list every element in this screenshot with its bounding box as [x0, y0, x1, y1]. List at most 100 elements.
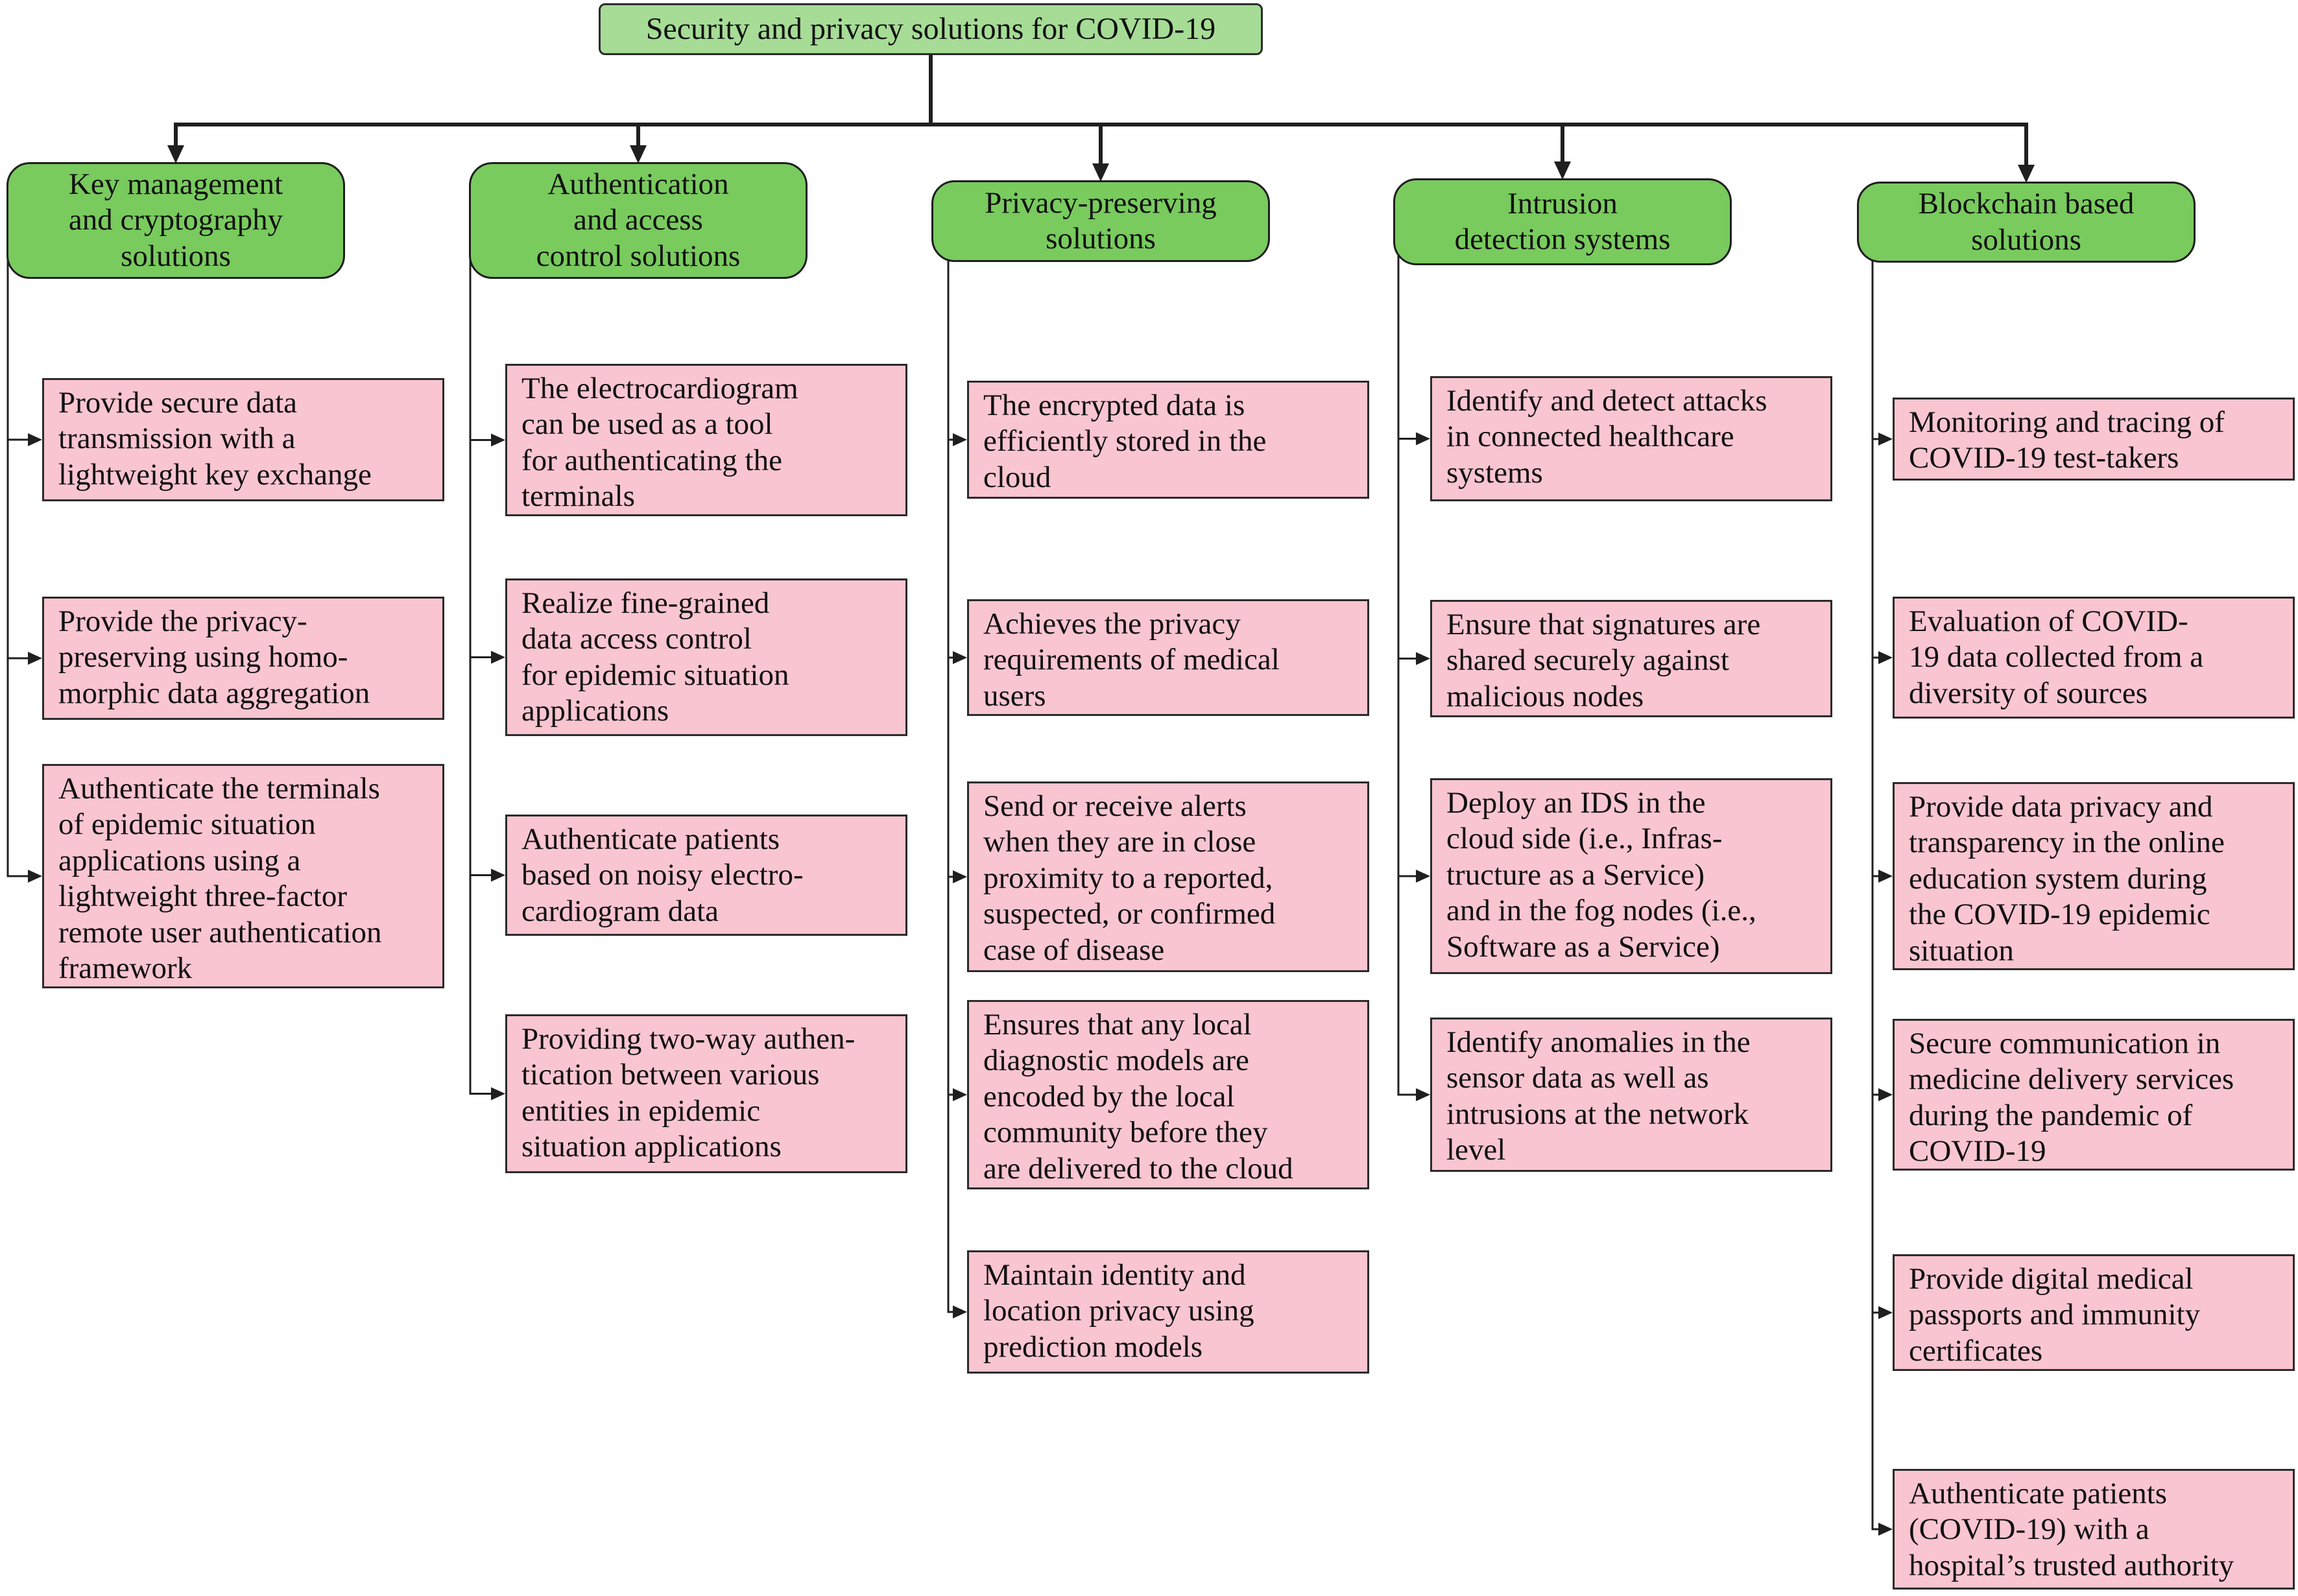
branch-arrowhead-1-1	[28, 433, 42, 446]
leaf-text-line: based on noisy electro-	[521, 858, 804, 892]
category-title-line: Key management	[68, 167, 283, 201]
leaf-text-line: malicious nodes	[1446, 679, 1644, 713]
category-title-line: control solutions	[536, 239, 741, 273]
leaf-text-line: Provide secure data	[58, 386, 298, 420]
leaf-text-line: certificates	[1909, 1333, 2043, 1368]
leaf-text-line: Authenticate the terminals	[58, 772, 380, 805]
leaf-text-line: when they are in close	[983, 825, 1256, 859]
leaf-text-line: Realize fine-grained	[521, 586, 770, 620]
branch-arrowhead-4-4	[1416, 1088, 1430, 1101]
leaf-text-line: (COVID-19) with a	[1909, 1512, 2149, 1547]
leaf-node-2-4: Providing two-way authen-tication betwee…	[505, 1014, 907, 1173]
leaf-text-line: Achieves the privacy	[983, 607, 1241, 641]
category-title-line: Privacy-preserving	[985, 185, 1217, 220]
branch-arrowhead-5-3	[1878, 870, 1893, 883]
leaf-text-line: and in the fog nodes (i.e.,	[1446, 894, 1756, 928]
leaf-text-line: cardiogram data	[521, 894, 719, 928]
leaf-text-line: morphic data aggregation	[58, 676, 370, 710]
leaf-text-line: users	[983, 678, 1046, 713]
leaf-text-line: Evaluation of COVID-	[1909, 604, 2188, 638]
leaf-text-line: Providing two-way authen-	[521, 1022, 856, 1056]
branch-arrowhead-5-5	[1878, 1306, 1893, 1319]
leaf-text-line: passports and immunity	[1909, 1298, 2201, 1332]
branch-arrowhead-3-3	[953, 870, 967, 883]
leaf-text-line: Ensure that signatures are	[1446, 608, 1761, 641]
branch-arrowhead-5-1	[1878, 433, 1893, 446]
leaf-text-line: Ensures that any local	[983, 1008, 1252, 1042]
leaf-node-1-2: Provide the privacy-preserving using hom…	[42, 597, 444, 720]
leaf-text-line: cloud side (i.e., Infras-	[1446, 822, 1723, 856]
leaf-text-line: shared securely against	[1446, 643, 1729, 678]
leaf-text-line: diversity of sources	[1909, 676, 2148, 710]
branch-arrowhead-2-2	[491, 650, 505, 664]
leaf-text-line: prediction models	[983, 1329, 1203, 1364]
leaf-text-line: level	[1446, 1133, 1506, 1167]
leaf-text-line: Send or receive alerts	[983, 789, 1247, 823]
leaf-text-line: situation	[1909, 933, 2014, 968]
leaf-text-line: systems	[1446, 455, 1543, 490]
leaf-text-line: 19 data collected from a	[1909, 640, 2204, 674]
branch-arrowhead-4-3	[1416, 870, 1430, 883]
leaf-text-line: Monitoring and tracing of	[1909, 405, 2225, 439]
leaf-text-line: lightweight three-factor	[58, 879, 348, 914]
leaf-text-line: entities in epidemic	[521, 1093, 761, 1128]
leaf-text-line: requirements of medical	[983, 643, 1280, 677]
leaf-text-line: medicine delivery services	[1909, 1062, 2234, 1097]
category-arrowhead-4	[1554, 161, 1571, 180]
leaf-text-line: case of disease	[983, 933, 1165, 967]
leaf-text-line: transmission with a	[58, 422, 296, 456]
leaf-text-line: terminals	[521, 479, 635, 514]
category-arrowhead-1	[167, 145, 184, 163]
category-arrowhead-3	[1092, 163, 1109, 182]
category-arrowhead-2	[630, 145, 647, 163]
leaf-text-line: Identify and detect attacks	[1446, 384, 1767, 418]
branch-arrowhead-3-5	[953, 1305, 967, 1318]
leaf-text-line: framework	[58, 951, 193, 986]
leaf-text-line: COVID-19	[1909, 1134, 2046, 1169]
category-title-line: Blockchain based	[1918, 187, 2135, 221]
leaf-text-line: cloud	[983, 460, 1051, 494]
leaf-text-line: are delivered to the cloud	[983, 1151, 1293, 1185]
leaf-text-line: for authenticating the	[521, 443, 782, 477]
leaf-text-line: tication between various	[521, 1058, 820, 1092]
leaf-text-line: Authenticate patients	[1909, 1477, 2168, 1510]
leaf-text-line: location privacy using	[983, 1294, 1254, 1328]
leaf-text-line: transparency in the online	[1909, 826, 2225, 860]
leaf-text-line: Maintain identity and	[983, 1258, 1246, 1292]
leaf-text-line: in connected healthcare	[1446, 420, 1734, 454]
leaf-text-line: applications	[521, 694, 669, 728]
leaf-text-line: the COVID-19 epidemic	[1909, 898, 2210, 932]
leaf-text-line: hospital’s trusted authority	[1909, 1548, 2234, 1582]
leaf-text-line: can be used as a tool	[521, 407, 773, 442]
branch-arrowhead-1-3	[28, 870, 42, 883]
leaf-text-line: during the pandemic of	[1909, 1098, 2193, 1132]
branch-arrowhead-4-2	[1416, 652, 1430, 665]
leaf-text-line: of epidemic situation	[58, 807, 316, 842]
leaf-text-line: Provide the privacy-	[58, 604, 307, 638]
leaf-text-line: situation applications	[521, 1130, 782, 1164]
leaf-text-line: for epidemic situation	[521, 658, 789, 692]
leaf-text-line: intrusions at the network	[1446, 1097, 1749, 1131]
